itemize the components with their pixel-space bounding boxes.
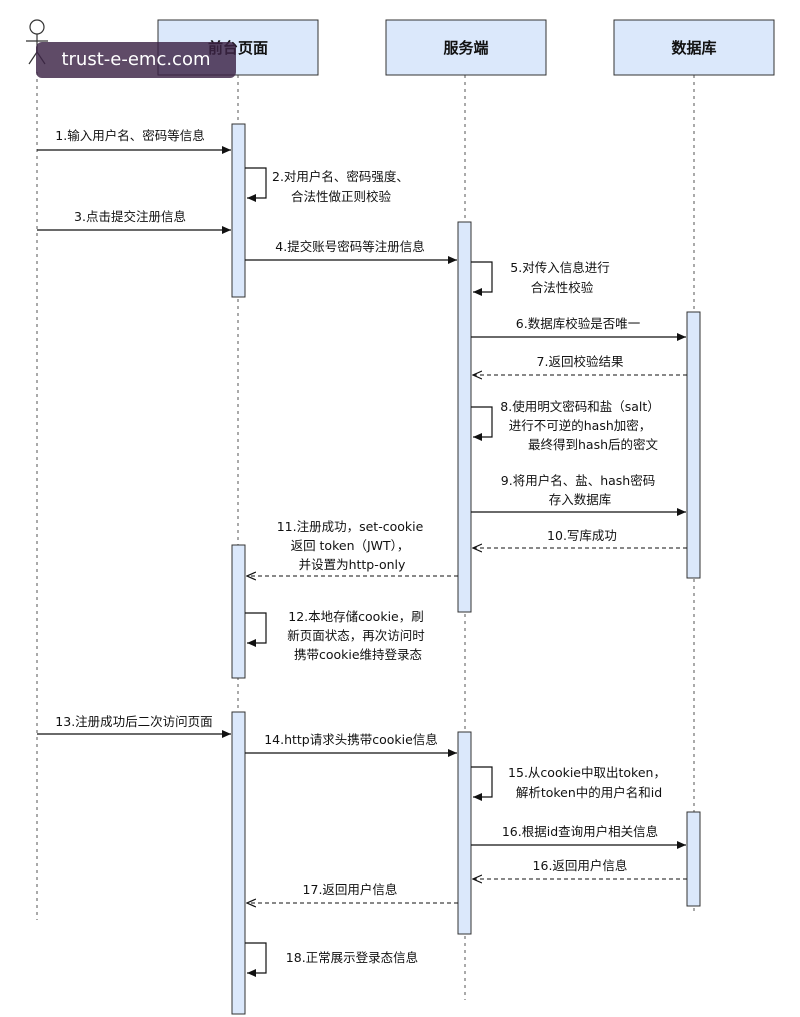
message-18-label: 18.正常展示登录态信息: [286, 950, 418, 965]
message-3-label: 3.点击提交注册信息: [74, 209, 186, 224]
message-10-label: 10.写库成功: [547, 528, 617, 543]
activation-frontend-3: [231, 711, 246, 1015]
message-13-label: 13.注册成功后二次访问页面: [55, 714, 212, 729]
message-18-arrow: [245, 942, 267, 977]
watermark: trust-e-emc.com: [36, 42, 236, 78]
activation-server-2: [457, 731, 472, 935]
participant-server: 服务端: [385, 19, 547, 76]
message-16a-label: 16.根据id查询用户相关信息: [502, 824, 658, 839]
message-16b-label: 16.返回用户信息: [533, 858, 628, 873]
message-8-arrow: [471, 406, 493, 441]
message-14-label: 14.http请求头携带cookie信息: [264, 732, 438, 747]
message-12-arrow: [245, 612, 267, 647]
message-9-label: 9.将用户名、盐、hash密码 存入数据库: [501, 473, 659, 507]
participant-server-label: 服务端: [443, 39, 488, 57]
activation-frontend-1: [231, 123, 246, 298]
message-5-arrow: [471, 261, 493, 296]
message-1-label: 1.输入用户名、密码等信息: [55, 128, 204, 143]
message-8-label: 8.使用明文密码和盐（salt） 进行不可逆的hash加密， 最终得到hash后…: [500, 399, 663, 452]
participant-database: 数据库: [613, 19, 775, 76]
activation-database-2: [686, 811, 701, 907]
activation-frontend-2: [231, 544, 246, 679]
activation-database-1: [686, 311, 701, 579]
message-2-label: 2.对用户名、密码强度、 合法性做正则校验: [272, 169, 413, 204]
message-11-label: 11.注册成功，set-cookie 返回 token（JWT）， 并设置为ht…: [277, 519, 428, 572]
message-7-label: 7.返回校验结果: [537, 354, 624, 369]
activation-server-1: [457, 221, 472, 613]
participant-database-label: 数据库: [671, 39, 716, 57]
message-5-label: 5.对传入信息进行 合法性校验: [510, 260, 613, 295]
message-17-label: 17.返回用户信息: [303, 882, 398, 897]
message-12-label: 12.本地存储cookie，刷 新页面状态，再次访问时 携带cookie维持登录…: [287, 609, 429, 662]
message-15-arrow: [471, 766, 493, 801]
message-6-label: 6.数据库校验是否唯一: [516, 316, 640, 331]
message-15-label: 15.从cookie中取出token， 解析token中的用户名和id: [508, 765, 670, 800]
message-2-arrow: [245, 167, 267, 202]
message-4-label: 4.提交账号密码等注册信息: [275, 239, 424, 254]
